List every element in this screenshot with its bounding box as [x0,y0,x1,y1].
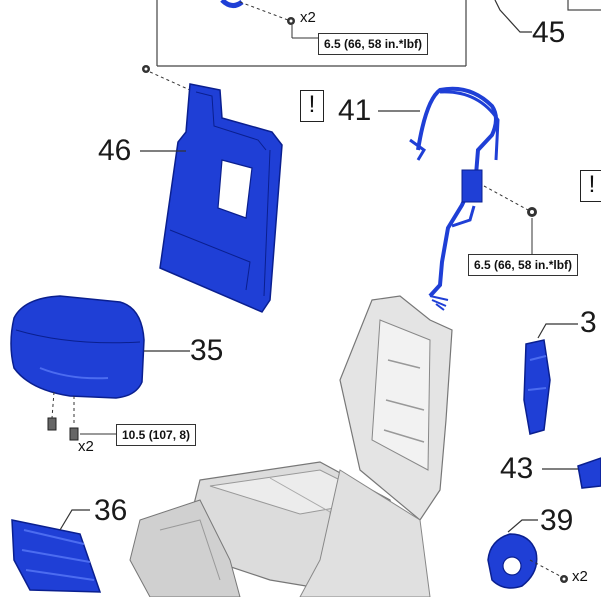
quantity-label: x2 [78,438,94,455]
torque-spec-box: 10.5 (107, 8) [116,424,197,447]
callout-36: 36 [94,494,128,527]
torque-spec-box: 6.5 (66, 58 in.*lbf) [318,33,429,56]
quantity-label: x2 [300,9,316,26]
callout-3: 3 [580,306,597,339]
quantity-label: x2 [572,568,588,585]
callout-39: 39 [540,504,574,537]
callout-45: 45 [532,16,566,49]
caution-icon: ! [580,170,601,202]
callout-35: 35 [190,334,224,367]
callout-41: 41 [338,94,372,127]
callout-46: 46 [98,134,132,167]
caution-icon: ! [300,90,324,122]
callout-43: 43 [500,452,534,485]
torque-spec-box: 6.5 (66, 58 in.*lbf) [468,254,579,277]
